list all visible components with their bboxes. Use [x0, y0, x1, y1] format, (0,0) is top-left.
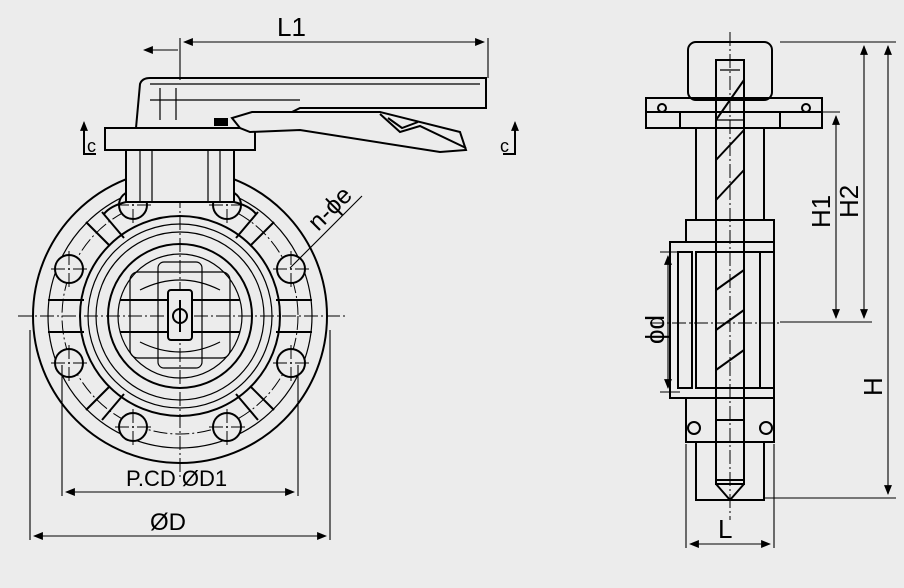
disc-circle [117, 253, 243, 379]
section-label-right: c [500, 136, 509, 156]
label-H1: H1 [806, 195, 836, 228]
label-H2: H2 [834, 185, 864, 218]
dim-pcd: P.CD ØD1 [61, 365, 299, 496]
bore-circle [107, 243, 253, 389]
body-section [669, 241, 775, 399]
label-outer-dia: ØD [150, 509, 186, 536]
label-pcd: P.CD ØD1 [126, 466, 227, 491]
dim-L: L [685, 444, 775, 548]
label-bore-dia: ϕd [640, 315, 670, 344]
top-plate [104, 127, 256, 151]
label-H: H [858, 377, 888, 396]
disc [120, 261, 240, 369]
lever-handle [134, 77, 487, 154]
body-ring-1 [87, 223, 273, 409]
dim-outer-dia: ØD [29, 330, 331, 540]
label-L1: L1 [277, 12, 306, 42]
neck [103, 149, 257, 215]
section-mark-right: c [500, 121, 519, 156]
section-mark-left: c [80, 121, 96, 156]
flange-ribs [48, 211, 312, 421]
side-section-view: H1 H2 H ϕd L [640, 32, 896, 548]
label-holes: n-ϕe [302, 181, 357, 236]
body-outer-circle [79, 215, 281, 417]
front-view: c c L1 n-ϕe P.CD ØD1 [18, 12, 519, 540]
label-L: L [718, 514, 732, 544]
dim-bore: ϕd [640, 251, 680, 393]
dim-heights: H1 H2 H [764, 41, 896, 499]
dim-holes: n-ϕe [289, 181, 363, 269]
section-label-left: c [87, 136, 96, 156]
dim-L1: L1 [143, 12, 489, 80]
body-ring-2 [95, 231, 265, 401]
disc-section [695, 251, 761, 389]
